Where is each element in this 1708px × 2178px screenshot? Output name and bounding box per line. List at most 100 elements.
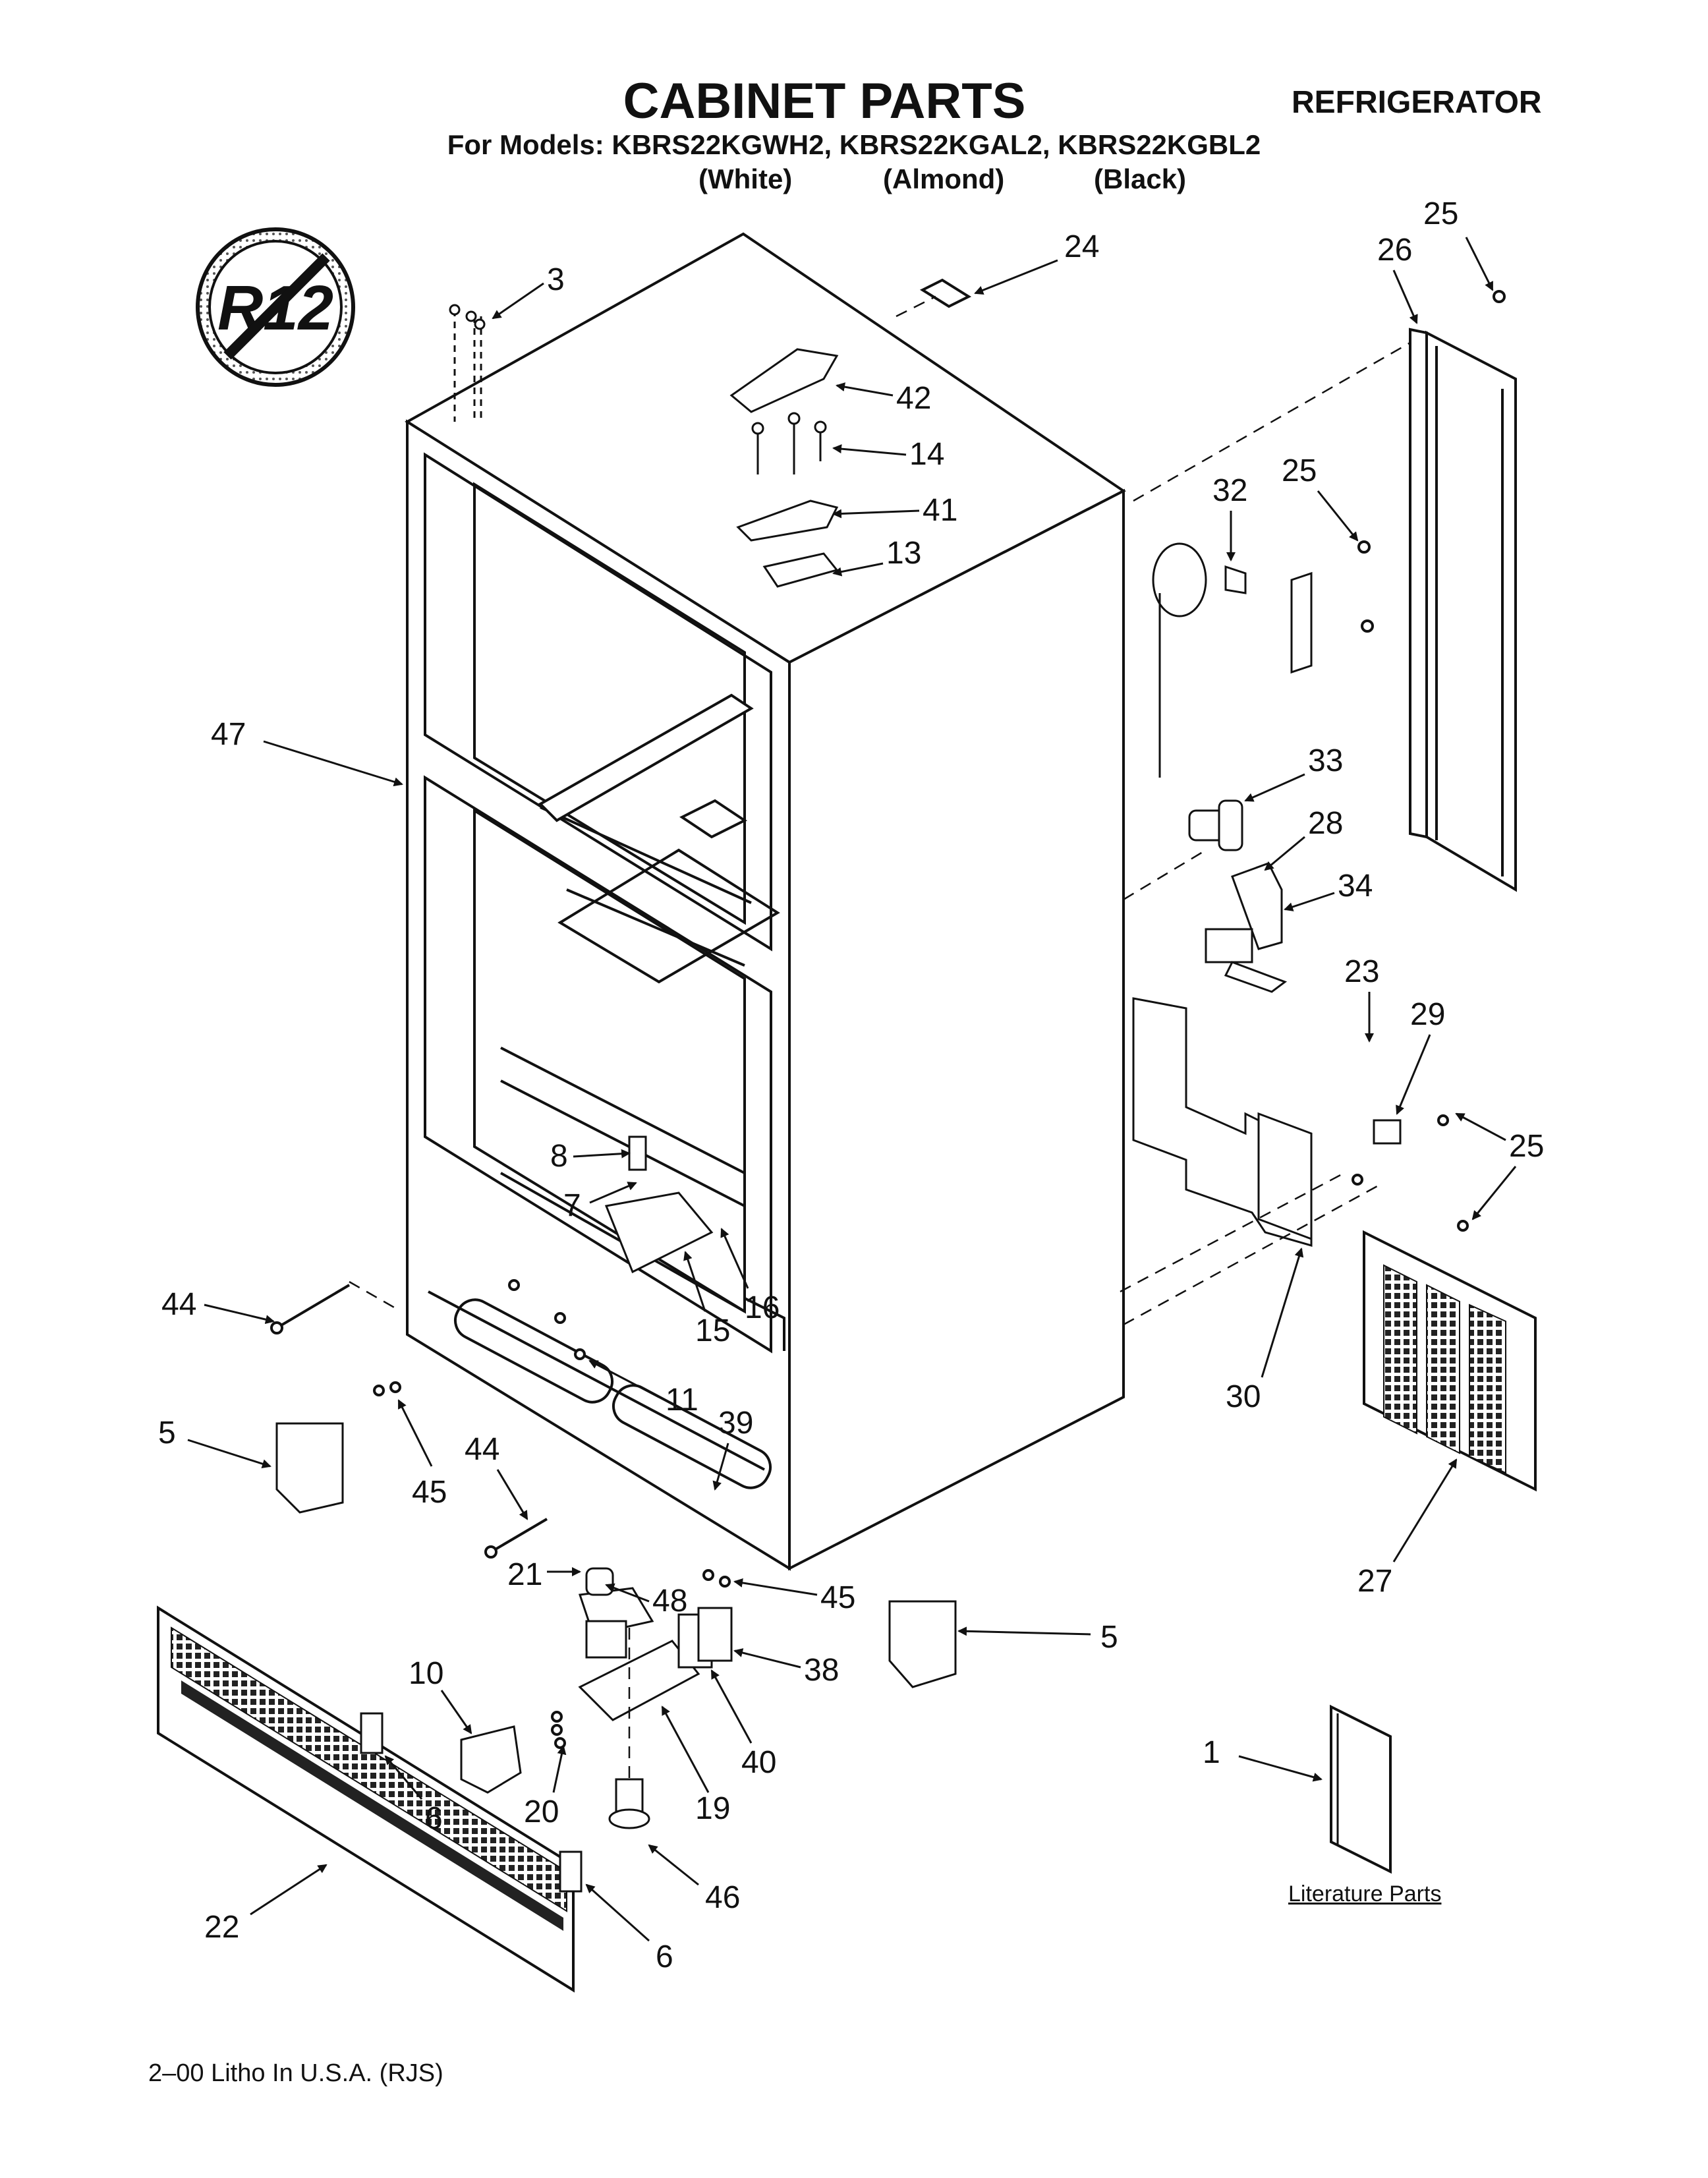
page-title: CABINET PARTS bbox=[623, 73, 1026, 129]
svg-text:3: 3 bbox=[547, 262, 565, 297]
callout-15: 15 bbox=[683, 1251, 730, 1348]
svg-text:38: 38 bbox=[804, 1653, 839, 1688]
models-line: For Models: KBRS22KGWH2, KBRS22KGAL2, KB… bbox=[447, 129, 1261, 160]
callout-28: 28 bbox=[1264, 806, 1343, 871]
svg-text:45: 45 bbox=[412, 1475, 447, 1510]
svg-text:30: 30 bbox=[1226, 1379, 1261, 1414]
literature-parts-label: Literature Parts bbox=[1288, 1881, 1442, 1906]
base-grille bbox=[157, 1605, 575, 1993]
callout-26: 26 bbox=[1377, 233, 1418, 324]
svg-text:6: 6 bbox=[656, 1939, 673, 1974]
callout-21: 21 bbox=[507, 1557, 581, 1592]
leveling-and-roller-parts bbox=[275, 1422, 957, 1893]
svg-text:11: 11 bbox=[666, 1383, 698, 1418]
callout-19: 19 bbox=[661, 1705, 730, 1826]
svg-text:45: 45 bbox=[820, 1580, 855, 1615]
svg-text:1: 1 bbox=[1203, 1735, 1220, 1770]
callout-45-right: 45 bbox=[733, 1578, 855, 1615]
color-almond-label: (Almond) bbox=[883, 163, 1005, 194]
no-r12-refrigerant-icon: R12 bbox=[196, 227, 355, 387]
svg-text:25: 25 bbox=[1509, 1129, 1544, 1164]
callout-1: 1 bbox=[1203, 1735, 1323, 1782]
appliance-category: REFRIGERATOR bbox=[1292, 85, 1542, 120]
svg-text:5: 5 bbox=[158, 1416, 176, 1450]
callout-25-top: 25 bbox=[1423, 196, 1494, 291]
assembly-guide-lines bbox=[349, 295, 1411, 1779]
callout-11: 11 bbox=[588, 1360, 698, 1418]
svg-text:44: 44 bbox=[465, 1432, 499, 1467]
callout-46: 46 bbox=[648, 1844, 740, 1915]
svg-text:32: 32 bbox=[1212, 473, 1247, 508]
callout-labels: 3 24 42 14 41 13 26 25 32 25 47 33 28 34… bbox=[158, 196, 1544, 1974]
svg-text:33: 33 bbox=[1308, 743, 1343, 778]
svg-text:19: 19 bbox=[695, 1791, 730, 1826]
svg-text:48: 48 bbox=[652, 1584, 687, 1619]
callout-14: 14 bbox=[832, 437, 944, 472]
callout-6-lower: 6 bbox=[585, 1883, 673, 1974]
callout-3: 3 bbox=[492, 262, 565, 320]
light-socket-and-switch bbox=[1188, 799, 1288, 993]
callout-7: 7 bbox=[563, 1182, 637, 1223]
callout-41: 41 bbox=[832, 493, 957, 528]
svg-text:22: 22 bbox=[204, 1910, 239, 1945]
svg-text:14: 14 bbox=[909, 437, 944, 472]
svg-text:13: 13 bbox=[886, 536, 921, 571]
svg-text:26: 26 bbox=[1377, 233, 1412, 268]
callout-30: 30 bbox=[1226, 1247, 1304, 1414]
svg-text:25: 25 bbox=[1282, 453, 1317, 488]
color-white-label: (White) bbox=[698, 163, 793, 194]
svg-text:6: 6 bbox=[425, 1801, 443, 1836]
svg-text:15: 15 bbox=[695, 1313, 730, 1348]
control-mounting-bracket bbox=[1132, 997, 1402, 1247]
callout-25-right: 25 bbox=[1455, 1112, 1544, 1220]
callout-32: 32 bbox=[1212, 473, 1247, 561]
callout-5-right: 5 bbox=[957, 1620, 1118, 1655]
callout-33: 33 bbox=[1244, 743, 1343, 802]
svg-text:5: 5 bbox=[1100, 1620, 1118, 1655]
svg-text:27: 27 bbox=[1357, 1564, 1392, 1599]
svg-text:41: 41 bbox=[923, 493, 957, 528]
svg-text:42: 42 bbox=[896, 381, 931, 416]
svg-text:23: 23 bbox=[1344, 954, 1379, 989]
callout-20: 20 bbox=[524, 1745, 567, 1829]
callout-39: 39 bbox=[712, 1406, 753, 1491]
callout-5-left: 5 bbox=[158, 1416, 271, 1469]
svg-text:20: 20 bbox=[524, 1794, 559, 1829]
svg-text:24: 24 bbox=[1064, 229, 1099, 264]
svg-text:16: 16 bbox=[745, 1290, 780, 1325]
svg-text:8: 8 bbox=[550, 1139, 568, 1174]
callout-22: 22 bbox=[204, 1864, 327, 1945]
svg-text:21: 21 bbox=[507, 1557, 542, 1592]
svg-text:44: 44 bbox=[161, 1287, 196, 1322]
callout-38: 38 bbox=[733, 1648, 839, 1688]
svg-text:29: 29 bbox=[1410, 997, 1445, 1032]
thermostat-bracket bbox=[1152, 542, 1313, 778]
svg-text:34: 34 bbox=[1338, 869, 1373, 903]
svg-text:40: 40 bbox=[741, 1745, 776, 1780]
toe-grille-panel bbox=[1363, 1230, 1537, 1492]
callout-6-upper: 6 bbox=[384, 1755, 443, 1836]
callout-44-upper: 44 bbox=[161, 1287, 275, 1325]
color-black-label: (Black) bbox=[1094, 163, 1187, 194]
callout-27: 27 bbox=[1357, 1458, 1458, 1599]
callout-10: 10 bbox=[409, 1656, 472, 1734]
callout-45-left: 45 bbox=[397, 1399, 447, 1510]
callout-40: 40 bbox=[710, 1669, 776, 1780]
rating-label-plate bbox=[919, 278, 972, 308]
callout-13: 13 bbox=[832, 536, 921, 577]
callout-23: 23 bbox=[1344, 954, 1379, 1043]
fasteners bbox=[270, 290, 1506, 1749]
svg-text:46: 46 bbox=[705, 1880, 740, 1915]
svg-text:39: 39 bbox=[718, 1406, 753, 1441]
print-footer: 2–00 Litho In U.S.A. (RJS) bbox=[148, 2059, 443, 2087]
callout-47: 47 bbox=[211, 717, 403, 787]
svg-text:10: 10 bbox=[409, 1656, 443, 1691]
callout-8: 8 bbox=[550, 1139, 631, 1174]
callout-24: 24 bbox=[974, 229, 1099, 295]
svg-text:47: 47 bbox=[211, 717, 246, 752]
side-trim-panel bbox=[1409, 328, 1517, 892]
callout-44-lower: 44 bbox=[465, 1432, 528, 1520]
svg-text:28: 28 bbox=[1308, 806, 1343, 841]
svg-text:25: 25 bbox=[1423, 196, 1458, 231]
callout-42: 42 bbox=[836, 381, 931, 416]
